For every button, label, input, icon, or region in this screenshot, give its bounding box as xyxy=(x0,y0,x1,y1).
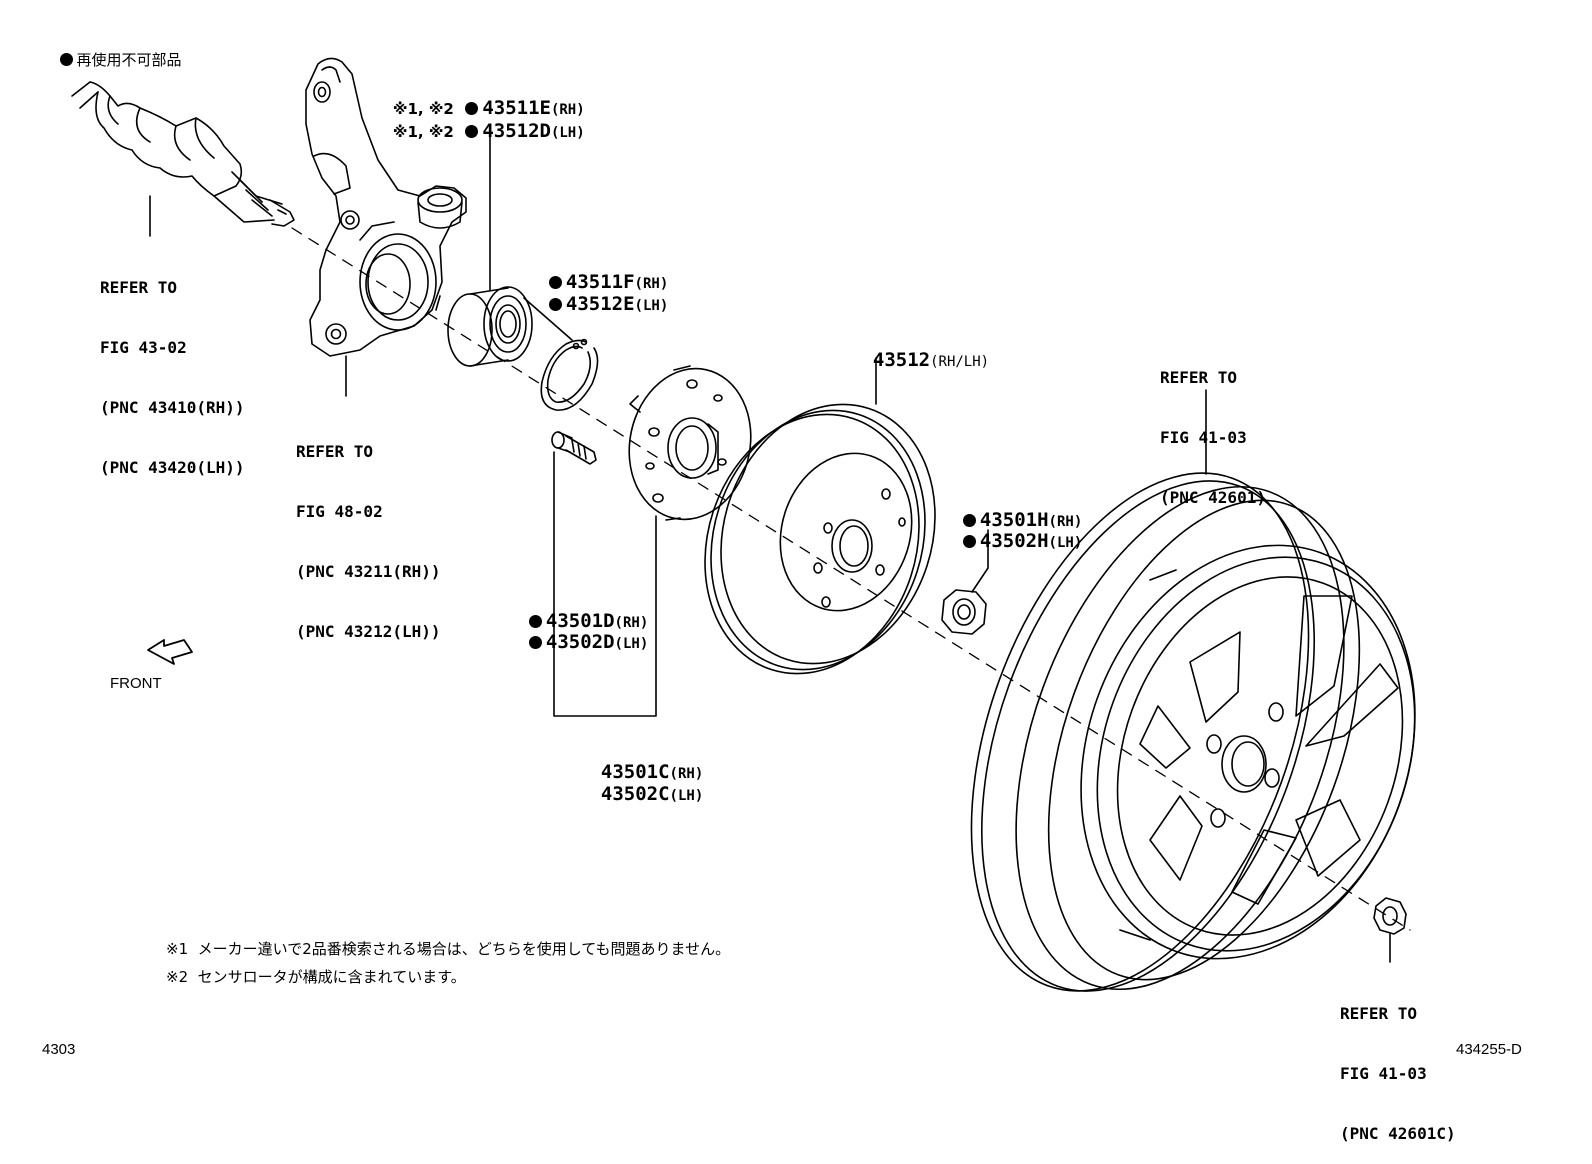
part-number: 43512D xyxy=(482,120,551,142)
note-2: ※2 センサロータが構成に含まれています。 xyxy=(166,968,466,986)
refer-knuckle[interactable]: REFER TO FIG 48-02 (PNC 43211(RH)) (PNC … xyxy=(296,402,441,662)
refer-line: FIG 43-02 xyxy=(100,338,187,357)
front-label: FRONT xyxy=(110,675,162,692)
leader-hub-bolt xyxy=(553,451,657,717)
refer-line: REFER TO xyxy=(1340,1004,1418,1023)
refer-line: (PNC 43410(RH)) xyxy=(100,398,245,417)
part-number: 43501H xyxy=(979,509,1049,531)
refer-line: (PNC 42601C) xyxy=(1340,1124,1456,1143)
side-label: (RH) xyxy=(614,615,649,631)
non-reusable-dot-icon xyxy=(465,125,479,138)
callout-43502D[interactable]: 43502D(LH) xyxy=(506,614,648,652)
side-label: (LH) xyxy=(614,636,649,652)
part-number: 43511E xyxy=(482,97,551,119)
side-label: (LH) xyxy=(1048,535,1083,551)
refer-line: (PNC 43212(LH)) xyxy=(296,622,441,641)
axle-hub-drawing xyxy=(628,365,752,521)
non-reusable-dot-icon xyxy=(465,102,479,115)
part-number: 43511F xyxy=(565,271,635,293)
part-number: 43512E xyxy=(565,293,635,315)
side-label: (RH) xyxy=(1048,514,1083,530)
non-reusable-dot-icon xyxy=(962,514,976,527)
figure-code-left: 4303 xyxy=(42,1041,76,1058)
refer-wheel[interactable]: REFER TO FIG 41-03 (PNC 42601) xyxy=(1160,328,1266,528)
hub-bolt-drawing xyxy=(551,431,597,465)
callout-43502C[interactable]: 43502C(LH) xyxy=(578,766,703,804)
side-label: (RH) xyxy=(669,766,704,782)
exploded-diagram xyxy=(71,57,1416,992)
leader-hub-nut xyxy=(971,529,989,593)
side-label: (LH) xyxy=(634,298,669,314)
steering-knuckle-drawing xyxy=(305,57,467,357)
callout-43511E[interactable]: ※1, ※2 43511E(RH) xyxy=(370,80,585,118)
hub-nut-drawing xyxy=(941,589,987,635)
snap-ring-drawing xyxy=(540,338,599,411)
non-reusable-dot-icon xyxy=(59,53,73,66)
callout-43502H[interactable]: 43502H(LH) xyxy=(940,513,1082,551)
part-number: 43502C xyxy=(600,783,670,805)
part-number: 43501D xyxy=(545,610,615,632)
side-label: (LH) xyxy=(550,125,585,141)
non-reusable-dot-icon xyxy=(528,615,542,628)
refer-line: FIG 41-03 xyxy=(1340,1064,1427,1083)
side-label: (RH/LH) xyxy=(930,354,990,370)
refer-line: REFER TO xyxy=(1160,368,1238,387)
non-reusable-dot-icon xyxy=(548,298,562,311)
front-arrow-icon xyxy=(147,639,193,665)
part-number: 43502H xyxy=(979,530,1049,552)
refer-wheel-nut[interactable]: REFER TO FIG 41-03 (PNC 42601C) xyxy=(1340,964,1456,1164)
leader-snap-ring xyxy=(523,297,573,341)
callout-43512D[interactable]: ※1, ※2 43512D(LH) xyxy=(370,103,585,141)
refer-line: FIG 41-03 xyxy=(1160,428,1247,447)
legend-text: 再使用不可部品 xyxy=(76,51,182,69)
wheel-drawing xyxy=(970,472,1416,992)
part-number: 43501C xyxy=(600,761,670,783)
refer-line: REFER TO xyxy=(296,442,374,461)
note-ref-prefix: ※1, ※2 xyxy=(392,123,454,141)
non-reusable-dot-icon xyxy=(548,276,562,289)
non-reusable-dot-icon xyxy=(962,535,976,548)
note-1: ※1 メーカー違いで2品番検索される場合は、どちらを使用しても問題ありません。 xyxy=(166,940,731,958)
callout-43512E[interactable]: 43512E(LH) xyxy=(526,276,668,314)
figure-code-right: 434255-D xyxy=(1456,1041,1522,1058)
side-label: (RH) xyxy=(550,102,585,118)
callout-43501D[interactable]: 43501D(RH) xyxy=(506,593,648,631)
refer-line: (PNC 43211(RH)) xyxy=(296,562,441,581)
brake-disc-drawing xyxy=(704,403,936,675)
part-number: 43502D xyxy=(545,631,615,653)
callout-43501H[interactable]: 43501H(RH) xyxy=(940,492,1082,530)
refer-driveshaft[interactable]: REFER TO FIG 43-02 (PNC 43410(RH)) (PNC … xyxy=(100,238,245,498)
refer-line: (PNC 43420(LH)) xyxy=(100,458,245,477)
hub-bearing-drawing xyxy=(447,286,533,367)
side-label: (LH) xyxy=(669,788,704,804)
callout-43511F[interactable]: 43511F(RH) xyxy=(526,254,668,292)
part-number: 43512 xyxy=(872,349,931,371)
wheel-nut-drawing xyxy=(1373,897,1407,935)
refer-line: REFER TO xyxy=(100,278,178,297)
refer-line: FIG 48-02 xyxy=(296,502,383,521)
non-reusable-dot-icon xyxy=(528,636,542,649)
callout-43501C[interactable]: 43501C(RH) xyxy=(578,744,703,782)
drive-shaft-drawing xyxy=(71,81,295,227)
refer-line: (PNC 42601) xyxy=(1160,488,1266,507)
side-label: (RH) xyxy=(634,276,669,292)
legend: 再使用不可部品 xyxy=(50,38,182,68)
note-ref-prefix: ※1, ※2 xyxy=(392,100,454,118)
callout-43512[interactable]: 43512(RH/LH) xyxy=(850,332,989,370)
